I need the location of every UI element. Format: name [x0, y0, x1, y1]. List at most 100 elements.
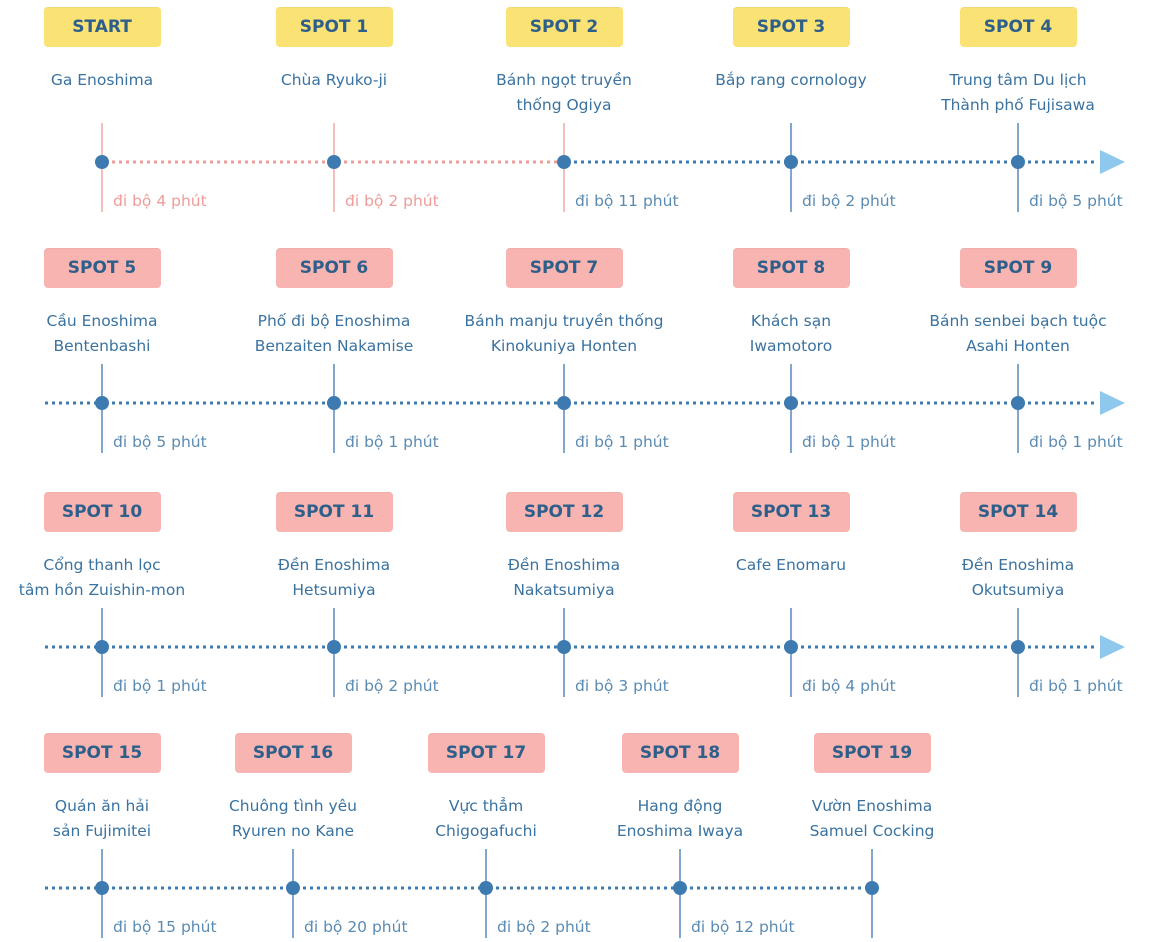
spot-badge: SPOT 4 — [959, 7, 1077, 47]
spot-badge: SPOT 6 — [275, 248, 393, 288]
spot-name-line: Cầu Enoshima — [46, 312, 158, 330]
spot-name-line: Trung tâm Du lịch — [949, 71, 1087, 89]
spot-dot — [286, 881, 300, 895]
walk-time: đi bộ 2 phút — [345, 192, 439, 210]
spot-name: Bắp rang cornology — [671, 68, 911, 93]
spot-name-line: Ryuren no Kane — [231, 822, 355, 840]
spot-name-line: Bắp rang cornology — [715, 71, 867, 89]
walk-time: đi bộ 11 phút — [575, 192, 679, 210]
spot-name: Cafe Enomaru — [671, 553, 911, 578]
walk-time: đi bộ 5 phút — [113, 433, 207, 451]
spot-name-line: Hang động — [637, 797, 723, 815]
spot-dot — [1011, 396, 1025, 410]
walk-time: đi bộ 12 phút — [691, 918, 795, 936]
spot-dot — [1011, 640, 1025, 654]
walk-time: đi bộ 2 phút — [345, 677, 439, 695]
walk-time: đi bộ 4 phút — [802, 677, 896, 695]
spot-name-line: Ga Enoshima — [50, 71, 154, 89]
spot-badge: SPOT 10 — [43, 492, 161, 532]
walk-time: đi bộ 2 phút — [497, 918, 591, 936]
spot-dot — [95, 640, 109, 654]
spot-dot — [557, 640, 571, 654]
spot-badge: SPOT 16 — [234, 733, 352, 773]
route-arrow-icon — [1100, 635, 1125, 659]
spot-dot — [784, 640, 798, 654]
walk-time: đi bộ 4 phút — [113, 192, 207, 210]
spot-name-line: Cafe Enomaru — [735, 556, 847, 574]
spot-badge: SPOT 13 — [732, 492, 850, 532]
spot-name: Chùa Ryuko-ji — [214, 68, 454, 93]
spot-badge: SPOT 19 — [813, 733, 931, 773]
spot-name-line: Bentenbashi — [53, 337, 151, 355]
spot-name-line: Chùa Ryuko-ji — [280, 71, 388, 89]
spot-dot — [1011, 155, 1025, 169]
spot-badge: SPOT 12 — [505, 492, 623, 532]
spot-name-line: Đền Enoshima — [277, 556, 391, 574]
spot-name-line: tâm hồn Zuishin-mon — [18, 581, 186, 599]
spot-dot — [95, 155, 109, 169]
spot-name-line: Phố đi bộ Enoshima — [257, 312, 411, 330]
spot-name-line: Bánh senbei bạch tuộc — [929, 312, 1107, 330]
spot-dot — [673, 881, 687, 895]
spot-dot — [479, 881, 493, 895]
walk-time: đi bộ 3 phút — [575, 677, 669, 695]
spot-name-line: Vực thẳm — [448, 797, 524, 815]
spot-badge: SPOT 9 — [959, 248, 1077, 288]
spot-name-line: Nakatsumiya — [513, 581, 615, 599]
spot-name-line: sản Fujimitei — [52, 822, 152, 840]
spot-badge: SPOT 18 — [621, 733, 739, 773]
spot-badge: SPOT 11 — [275, 492, 393, 532]
spot-name-line: Đền Enoshima — [961, 556, 1075, 574]
spot-dot — [327, 155, 341, 169]
spot-badge: SPOT 7 — [505, 248, 623, 288]
spot-name-line: thống Ogiya — [516, 96, 612, 114]
spot-dot — [95, 881, 109, 895]
spot-name-line: Chigogafuchi — [435, 822, 537, 840]
spot-name: Bánh ngọt truyền thống Ogiya — [444, 68, 684, 118]
spot-name: Ga Enoshima — [0, 68, 222, 93]
spot-name-line: Hetsumiya — [292, 581, 376, 599]
walk-time: đi bộ 1 phút — [575, 433, 669, 451]
spot-name-line: Asahi Honten — [966, 337, 1070, 355]
spot-name-line: Okutsumiya — [971, 581, 1065, 599]
spot-badge: SPOT 1 — [275, 7, 393, 47]
spot-name-line: Iwamotoro — [749, 337, 833, 355]
route-arrow-icon — [1100, 150, 1125, 174]
spot-name-line: Vườn Enoshima — [811, 797, 933, 815]
walk-time: đi bộ 1 phút — [802, 433, 896, 451]
spot-name-line: Bánh ngọt truyền — [496, 71, 632, 89]
spot-dot — [557, 155, 571, 169]
walk-time: đi bộ 15 phút — [113, 918, 217, 936]
spot-dot — [784, 396, 798, 410]
spot-badge: SPOT 2 — [505, 7, 623, 47]
spot-name-line: Samuel Cocking — [809, 822, 935, 840]
spot-name-line: Bánh manju truyền thống — [464, 312, 664, 330]
spot-name-line: Chuông tình yêu — [228, 797, 358, 815]
spot-dot — [327, 396, 341, 410]
spot-name-line: Đền Enoshima — [507, 556, 621, 574]
spot-badge: SPOT 15 — [43, 733, 161, 773]
spot-dot — [557, 396, 571, 410]
walk-time: đi bộ 1 phút — [1029, 433, 1123, 451]
spot-dot — [95, 396, 109, 410]
spot-dot — [865, 881, 879, 895]
spot-dot — [784, 155, 798, 169]
walk-time: đi bộ 1 phút — [1029, 677, 1123, 695]
walk-time: đi bộ 5 phút — [1029, 192, 1123, 210]
